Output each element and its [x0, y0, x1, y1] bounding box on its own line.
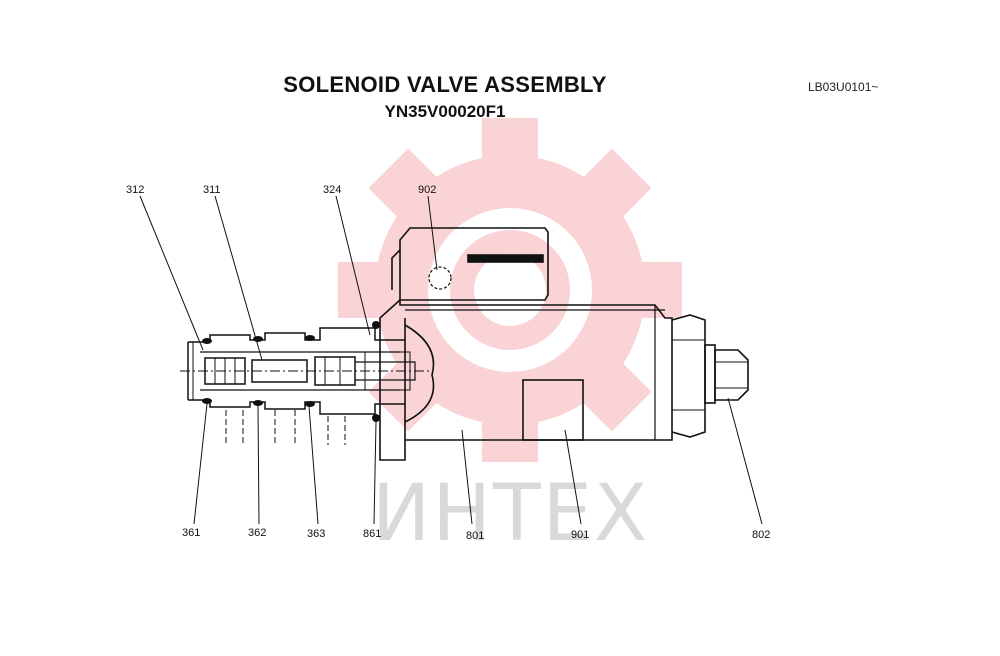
leader-lines: [139, 195, 763, 525]
gear-tooth: [482, 118, 538, 178]
callout-312: 312: [126, 184, 144, 196]
callout-801: 801: [466, 530, 484, 542]
callout-324: 324: [323, 184, 341, 196]
gear-tooth: [622, 262, 682, 318]
watermark-gear-icon: [338, 118, 682, 462]
o-rings: [202, 321, 380, 422]
solenoid-body: [379, 227, 749, 461]
callout-902: 902: [418, 184, 436, 196]
gear-tooth: [569, 148, 652, 231]
callout-311: 311: [203, 184, 221, 196]
callout-361: 361: [182, 527, 200, 539]
part-902-marker: [428, 266, 452, 290]
callout-363: 363: [307, 528, 325, 540]
callout-901: 901: [571, 529, 589, 541]
callout-362: 362: [248, 527, 266, 539]
part-number: YN35V00020F1: [384, 102, 506, 121]
serial-range: LB03U0101~: [808, 80, 879, 94]
gear-tooth: [482, 402, 538, 462]
gear-tooth: [569, 349, 652, 432]
watermark-text: ИНТЕХ: [372, 469, 649, 559]
page-title: SOLENOID VALVE ASSEMBLY: [283, 72, 607, 97]
callout-861: 861: [363, 528, 381, 540]
gear-tooth: [338, 262, 398, 318]
callout-802: 802: [752, 529, 770, 541]
port-lines: [225, 410, 346, 445]
